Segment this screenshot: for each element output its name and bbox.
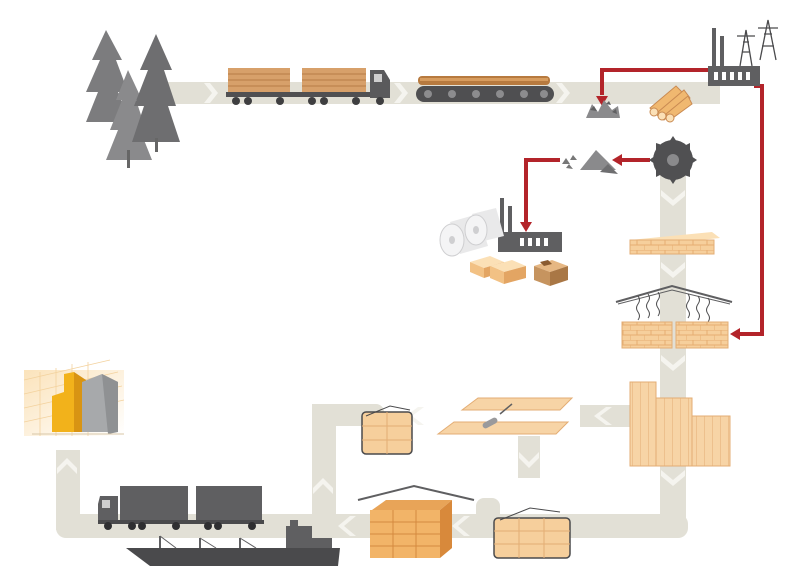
wrapped-package-icon [493, 507, 571, 559]
power-plant-icon [708, 19, 778, 86]
saw-blade-icon [649, 136, 697, 184]
log-pile-icon [649, 85, 693, 123]
timber-truck-icon [226, 68, 390, 105]
energy-arrowheads [520, 96, 740, 340]
package-icon [361, 405, 413, 455]
building-icon [23, 359, 125, 436]
sawdust-icon [562, 150, 618, 174]
kiln-icon [615, 284, 733, 349]
conveyor-icon [416, 76, 554, 102]
planer-icon [436, 397, 574, 435]
warehouse-icon [357, 484, 475, 558]
stacked-boards-icon [629, 381, 731, 467]
ship-icon [126, 520, 340, 566]
tree-icon [86, 30, 180, 168]
paper-roll-icon [439, 208, 504, 257]
flow-arrows [57, 83, 685, 536]
truck-icon [98, 486, 264, 530]
chips-icon [586, 100, 620, 118]
box-icon [470, 256, 568, 286]
factory-icon [498, 198, 562, 252]
plank-stack-icon [629, 232, 720, 255]
